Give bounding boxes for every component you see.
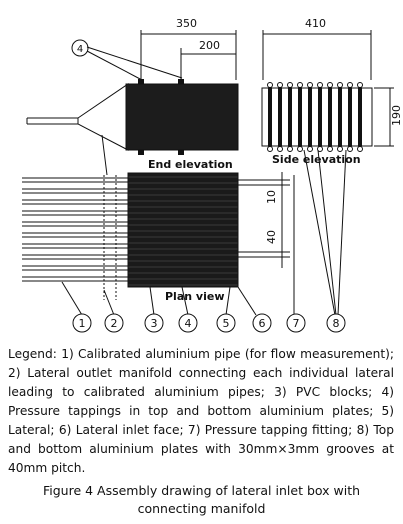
- end-elevation-label: End elevation: [148, 158, 233, 171]
- callout-1: 1: [79, 317, 86, 330]
- dimension-40-label: 40: [265, 230, 278, 244]
- callout-4: 4: [185, 317, 192, 330]
- callout-4-top-label: 4: [77, 44, 83, 55]
- dimension-10-label: 10: [265, 190, 278, 204]
- callout-leaders: [61, 134, 347, 316]
- side-elevation: [261, 82, 373, 152]
- callout-8: 8: [333, 317, 340, 330]
- assembly-drawing: 350 200 410 190 4 End elevation: [22, 17, 403, 333]
- dimension-200: [180, 48, 236, 80]
- end-elevation: [26, 79, 239, 155]
- dimension-350: [140, 30, 237, 80]
- dimension-190: [374, 87, 394, 147]
- legend-text: Legend: 1) Calibrated aluminium pipe (fo…: [8, 347, 394, 475]
- plan-view: [22, 172, 290, 300]
- callout-3: 3: [151, 317, 158, 330]
- callout-5: 5: [223, 317, 230, 330]
- callout-7: 7: [293, 317, 300, 330]
- dimension-350-label: 350: [176, 17, 197, 30]
- dimension-190-label: 190: [390, 105, 403, 126]
- dimension-410: [262, 30, 372, 80]
- figure-caption: Figure 4 Assembly drawing of lateral inl…: [42, 483, 361, 516]
- callout-circles: [72, 313, 346, 333]
- dimension-410-label: 410: [305, 17, 326, 30]
- callout-4-top: [71, 39, 183, 81]
- callout-6: 6: [259, 317, 266, 330]
- plan-view-label: Plan view: [165, 290, 224, 303]
- dimension-200-label: 200: [199, 39, 220, 52]
- callout-2: 2: [111, 317, 118, 330]
- side-elevation-label: Side elevation: [272, 153, 361, 166]
